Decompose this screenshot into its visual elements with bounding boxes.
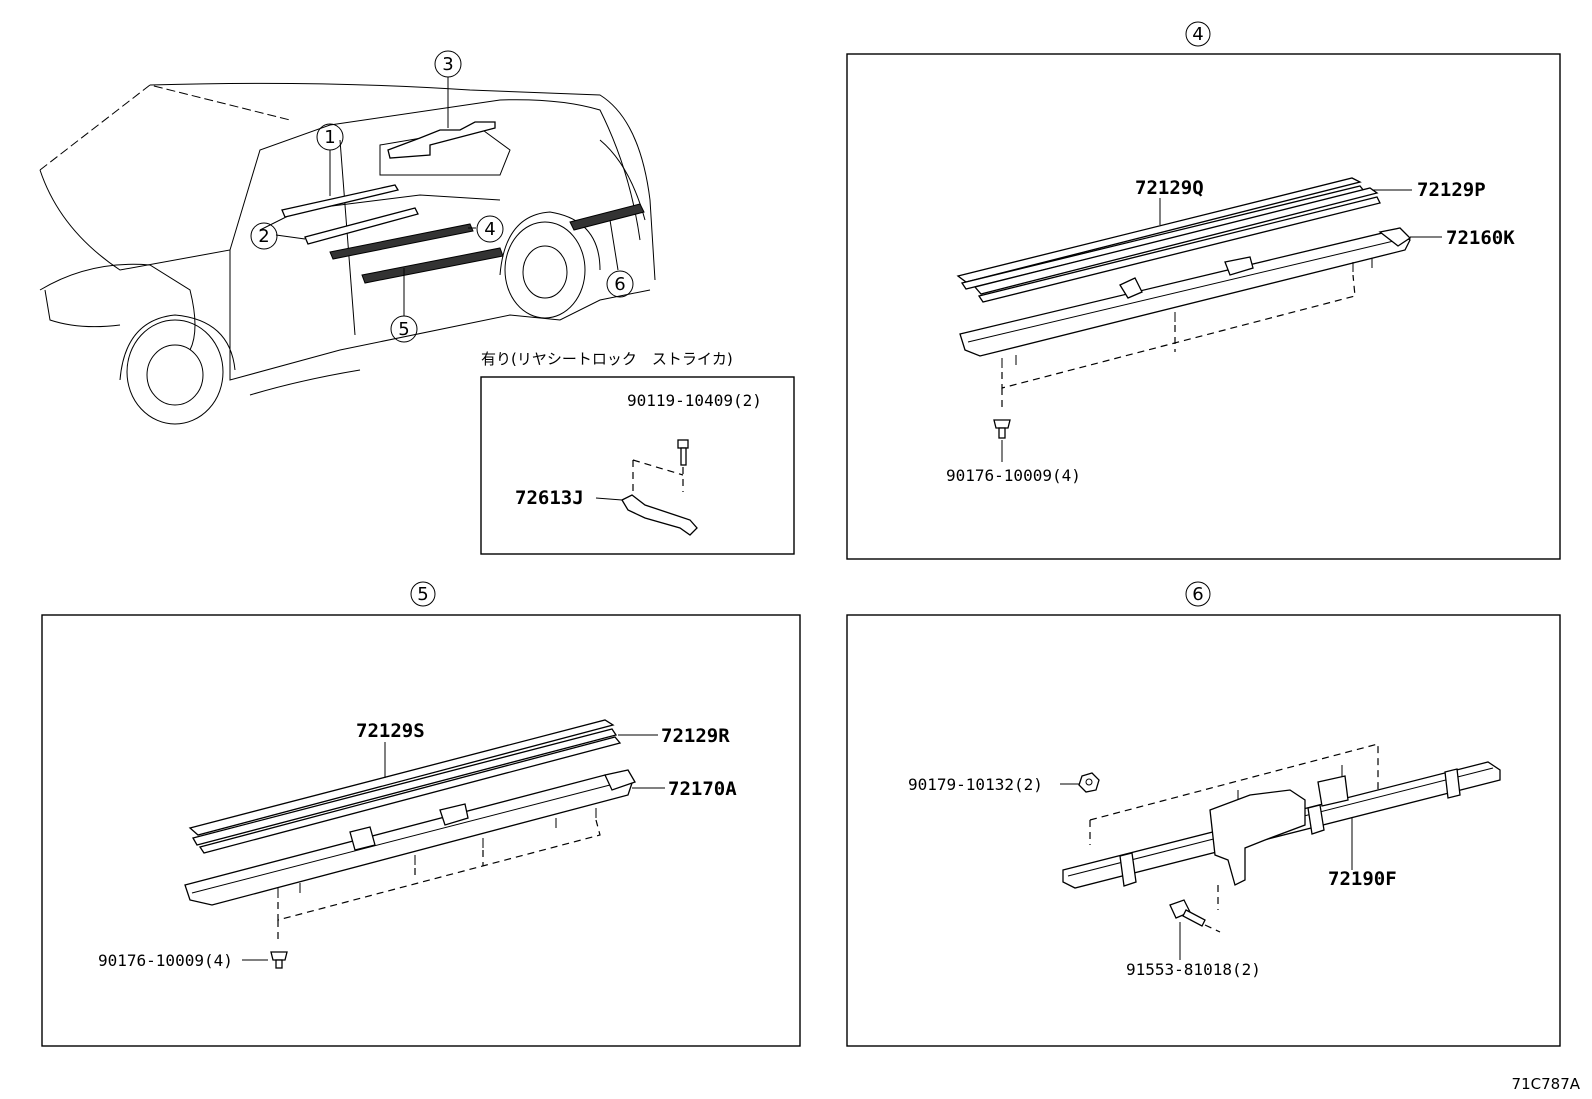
part-label-72160K[interactable]: 72160K [1446, 227, 1515, 249]
overview-rail-3 [387, 121, 496, 159]
vehicle-overview: 1 2 3 4 5 6 [39, 50, 656, 425]
part-label-90176-10009-b[interactable]: 90176-10009(4) [98, 951, 233, 970]
vehicle-outline [39, 82, 656, 425]
part-label-90176-10009-a[interactable]: 90176-10009(4) [946, 466, 1081, 485]
svg-text:1: 1 [324, 127, 335, 148]
callout-4[interactable]: 4 [476, 215, 504, 243]
part-label-72170A[interactable]: 72170A [668, 778, 737, 800]
figure-code: 71C787A [1512, 1075, 1581, 1093]
callout-3[interactable]: 3 [434, 50, 462, 78]
rail-72129P [973, 187, 1379, 295]
inset-frame [480, 376, 795, 555]
panel-6: 6 90179-10132(2) 72190F 91553-81 [846, 581, 1561, 1047]
callout-1[interactable]: 1 [316, 123, 344, 151]
lock-bracket [1209, 789, 1306, 886]
part-label-90179-10132[interactable]: 90179-10132(2) [908, 775, 1043, 794]
panel-4-id: 4 [1192, 24, 1203, 45]
overview-rail-5 [361, 247, 504, 284]
panel-6-frame [846, 614, 1561, 1047]
svg-text:6: 6 [614, 274, 625, 295]
part-label-91553-81018[interactable]: 91553-81018(2) [1126, 960, 1261, 979]
panel-5-id: 5 [417, 584, 428, 605]
panel-4: 4 72129Q 72129P 72160K 9017 [846, 21, 1561, 560]
part-label-90119-10409[interactable]: 90119-10409(2) [627, 391, 762, 410]
panel-5-frame [41, 614, 801, 1047]
panel-4-frame [846, 53, 1561, 560]
part-label-72129P[interactable]: 72129P [1417, 179, 1486, 201]
overview-rail-4 [329, 223, 474, 260]
part-label-72190F[interactable]: 72190F [1328, 868, 1397, 890]
part-label-72129S[interactable]: 72129S [356, 720, 425, 742]
callout-6[interactable]: 6 [606, 270, 634, 298]
rail-72129S [188, 719, 615, 836]
overview-rail-2 [304, 207, 419, 245]
svg-text:2: 2 [258, 226, 269, 247]
overview-rail-1 [281, 184, 400, 218]
callout-2[interactable]: 2 [250, 222, 278, 250]
inset-striker: 有り(リヤシートロック ストライカ) 90119-10409(2) 72613J [480, 350, 795, 555]
bolt-icon [677, 439, 689, 466]
striker-bracket [621, 494, 698, 536]
svg-text:3: 3 [442, 54, 453, 75]
clip-icon [993, 419, 1011, 439]
inset-heading: 有り(リヤシートロック ストライカ) [481, 350, 733, 368]
part-label-72129R[interactable]: 72129R [661, 725, 730, 747]
rail-72129Q [956, 177, 1362, 283]
part-label-72613J[interactable]: 72613J [515, 487, 584, 509]
callout-5[interactable]: 5 [390, 315, 418, 343]
clip-icon [270, 951, 288, 969]
panel-5: 5 72129S 72129R 72170A 90176-10009(4) [41, 581, 801, 1047]
overview-rail-6 [569, 203, 645, 231]
svg-text:4: 4 [484, 219, 495, 240]
panel-6-id: 6 [1192, 584, 1203, 605]
nut-icon [1078, 772, 1100, 793]
svg-text:5: 5 [398, 319, 409, 340]
bolt-icon [1169, 899, 1206, 927]
part-label-72129Q[interactable]: 72129Q [1135, 177, 1204, 199]
